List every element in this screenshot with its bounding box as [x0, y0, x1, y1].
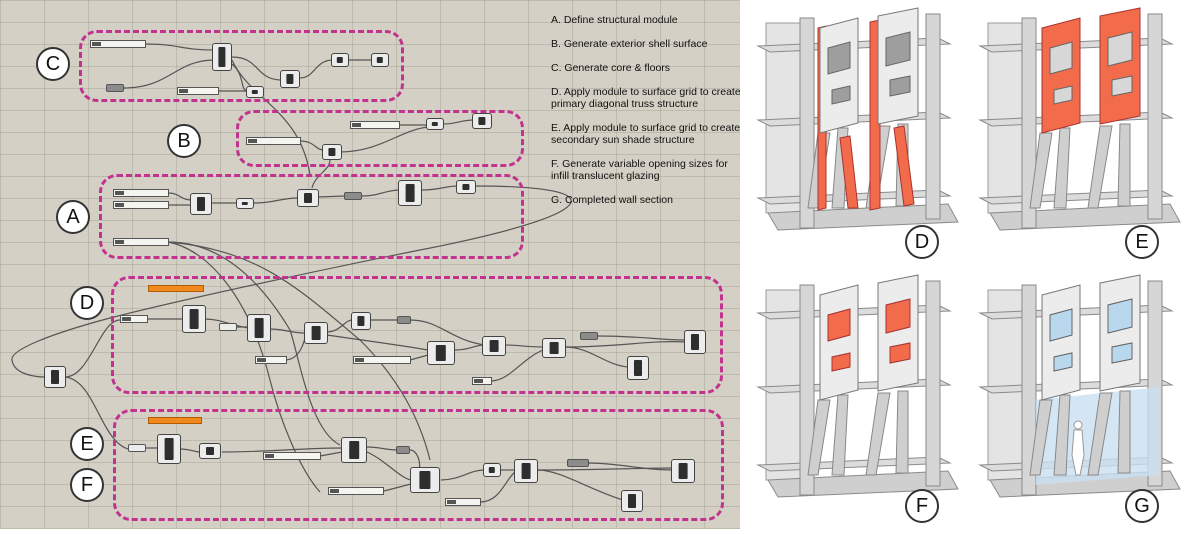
grasshopper-canvas[interactable]: C B A D E F: [0, 0, 740, 529]
number-slider[interactable]: [350, 121, 400, 129]
parameter[interactable]: [396, 446, 410, 454]
component[interactable]: [684, 330, 706, 354]
component[interactable]: [426, 118, 444, 130]
render-label-e: E: [1125, 225, 1159, 259]
render-label-f: F: [905, 489, 939, 523]
group-label-e: E: [70, 427, 104, 461]
component[interactable]: [483, 463, 501, 477]
component[interactable]: [627, 356, 649, 380]
parameter[interactable]: [128, 444, 146, 452]
component[interactable]: [182, 305, 206, 333]
parameter[interactable]: [580, 332, 598, 340]
slider-bar[interactable]: [148, 417, 202, 424]
slider-bar[interactable]: [148, 285, 204, 292]
component[interactable]: [190, 193, 212, 215]
number-slider[interactable]: [445, 498, 481, 506]
component[interactable]: [410, 467, 440, 493]
number-slider[interactable]: [263, 452, 321, 460]
component[interactable]: [427, 341, 455, 365]
number-slider[interactable]: [177, 87, 219, 95]
parameter[interactable]: [106, 84, 124, 92]
legend: A. Define structural module B. Generate …: [551, 14, 740, 218]
component[interactable]: [542, 338, 566, 358]
component[interactable]: [304, 322, 328, 344]
component[interactable]: [246, 86, 264, 98]
legend-item-a: A. Define structural module: [551, 14, 678, 26]
number-slider[interactable]: [246, 137, 301, 145]
component[interactable]: [236, 198, 254, 209]
render-e-image: [979, 7, 1181, 231]
group-label-a: A: [56, 200, 90, 234]
group-label-c: C: [36, 47, 70, 81]
number-slider[interactable]: [328, 487, 384, 495]
parameter[interactable]: [219, 323, 237, 331]
component[interactable]: [341, 437, 367, 463]
component[interactable]: [351, 312, 371, 330]
number-slider[interactable]: [120, 315, 148, 323]
group-ef[interactable]: [113, 409, 724, 521]
component[interactable]: [44, 366, 66, 388]
legend-item-d: D. Apply module to surface grid to creat…: [551, 86, 740, 110]
render-f-image: [757, 274, 959, 498]
legend-item-f: F. Generate variable opening sizes for i…: [551, 158, 728, 182]
number-slider[interactable]: [113, 189, 169, 197]
number-slider[interactable]: [113, 238, 169, 246]
parameter[interactable]: [344, 192, 362, 200]
component[interactable]: [456, 180, 476, 194]
number-slider[interactable]: [255, 356, 287, 364]
wall-section-renders: [757, 7, 1181, 498]
legend-item-e: E. Apply module to surface grid to creat…: [551, 122, 740, 146]
group-c[interactable]: [79, 30, 404, 102]
parameter[interactable]: [567, 459, 589, 467]
number-slider[interactable]: [353, 356, 411, 364]
legend-item-b: B. Generate exterior shell surface: [551, 38, 708, 50]
component[interactable]: [621, 490, 643, 512]
group-label-b: B: [167, 124, 201, 158]
component[interactable]: [398, 180, 422, 206]
group-b[interactable]: [236, 110, 524, 167]
group-label-d: D: [70, 286, 104, 320]
component[interactable]: [247, 314, 271, 342]
component[interactable]: [482, 336, 506, 356]
group-a[interactable]: [99, 174, 524, 259]
parameter[interactable]: [397, 316, 411, 324]
render-label-g: G: [1125, 489, 1159, 523]
legend-item-c: C. Generate core & floors: [551, 62, 671, 74]
component[interactable]: [371, 53, 389, 67]
component[interactable]: [212, 43, 232, 71]
number-slider[interactable]: [472, 377, 492, 385]
wire-layer: [11, 43, 686, 503]
legend-item-g: G. Completed wall section: [551, 194, 673, 206]
number-slider[interactable]: [113, 201, 169, 209]
render-label-d: D: [905, 225, 939, 259]
group-label-f: F: [70, 468, 104, 502]
render-d-image: [757, 7, 959, 231]
group-d[interactable]: [111, 276, 723, 394]
number-slider[interactable]: [90, 40, 146, 48]
component[interactable]: [280, 70, 300, 88]
component[interactable]: [157, 434, 181, 464]
component[interactable]: [331, 53, 349, 67]
component[interactable]: [297, 189, 319, 207]
component[interactable]: [322, 144, 342, 160]
component[interactable]: [671, 459, 695, 483]
component[interactable]: [472, 113, 492, 129]
component[interactable]: [514, 459, 538, 483]
component[interactable]: [199, 443, 221, 459]
render-panel: D E F G: [740, 0, 1200, 529]
render-g-image: [979, 274, 1181, 498]
